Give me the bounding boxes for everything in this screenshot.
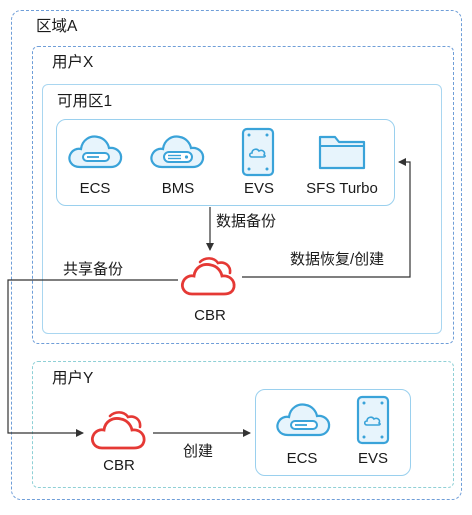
region-container [11,10,462,500]
cbr-cloud-icon [91,411,146,450]
restore-label: 数据恢复/创建 [290,251,385,268]
restore-arrow [242,158,411,278]
resource-label-bms: BMS [161,180,195,197]
availability-zone-title: 可用区1 [57,93,113,110]
resource-label-sfs-turbo: SFS Turbo [306,180,378,197]
evs-disk-icon [241,127,275,177]
resource-label-evs-y: EVS [357,450,389,467]
resource-label-ecs: ECS [79,180,111,197]
resource-label-evs: EVS [243,180,275,197]
availability-zone-container [42,84,442,334]
cbr-label-user-x: CBR [194,307,226,324]
region-title: 区域A [36,18,78,35]
resource-label-ecs-y: ECS [286,450,318,467]
share-label: 共享备份 [63,261,124,278]
ecs-cloud-icon [276,403,331,437]
user-x-title: 用户X [52,54,94,71]
user-y-title: 用户Y [52,370,94,387]
cbr-cloud-icon [181,257,236,296]
bms-cloud-icon [150,135,205,169]
backup-label: 数据备份 [216,213,277,230]
resource-group-y [255,389,411,476]
create-label: 创建 [183,443,214,460]
user-x-container [32,46,454,344]
cbr-label-user-y: CBR [103,457,135,474]
user-y-container [32,361,454,488]
sfs-folder-icon [318,135,366,170]
resource-group-x [56,119,395,206]
evs-disk-icon [356,395,390,445]
ecs-cloud-icon [68,135,123,169]
share-arrow [7,279,178,437]
